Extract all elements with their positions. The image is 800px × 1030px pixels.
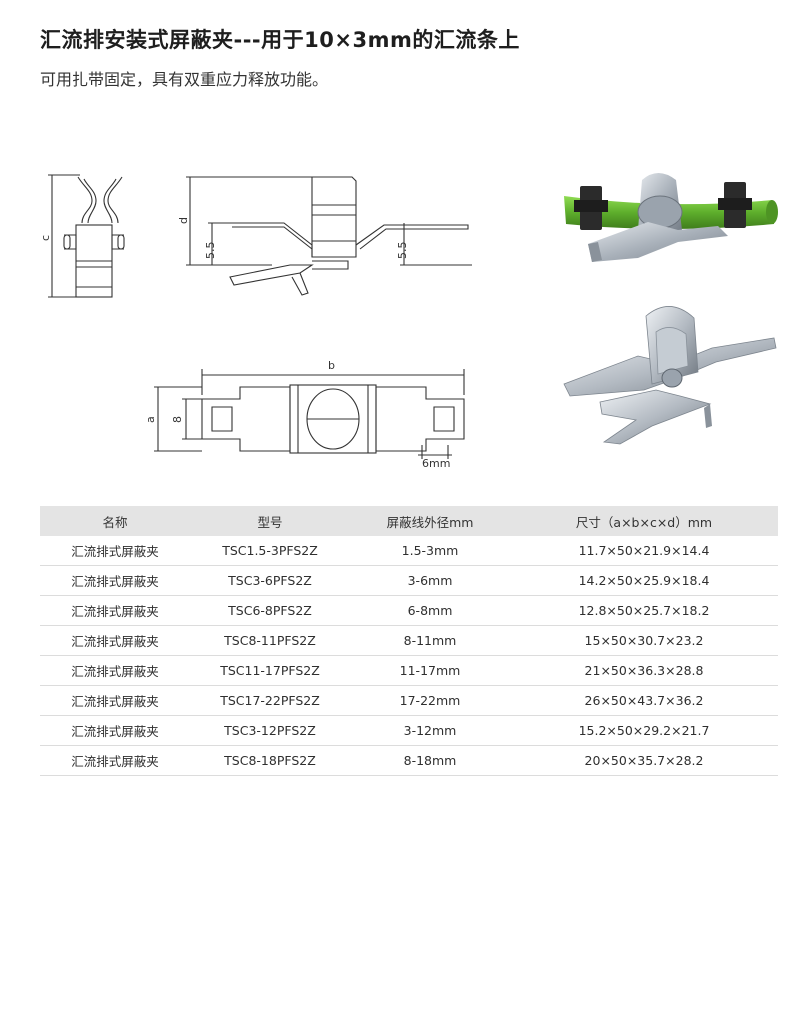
dim-5-5-right-label: 5.5 <box>396 242 409 260</box>
table-row: 汇流排式屏蔽夹 TSC17-22PFS2Z 17-22mm 26×50×43.7… <box>40 685 778 716</box>
dim-5-5-left-label: 5.5 <box>204 242 217 260</box>
cell-model: TSC8-11PFS2Z <box>190 625 350 656</box>
cell-size: 12.8×50×25.7×18.2 <box>510 595 778 626</box>
cell-size: 20×50×35.7×28.2 <box>510 745 778 776</box>
cell-size: 26×50×43.7×36.2 <box>510 685 778 716</box>
cell-name: 汇流排式屏蔽夹 <box>40 655 190 686</box>
dim-6mm-label: 6mm <box>422 457 450 470</box>
cell-name: 汇流排式屏蔽夹 <box>40 685 190 716</box>
cell-name: 汇流排式屏蔽夹 <box>40 536 190 566</box>
cell-model: TSC3-6PFS2Z <box>190 565 350 596</box>
header-size: 尺寸（a×b×c×d）mm <box>510 506 778 536</box>
page-title: 汇流排安装式屏蔽夹---用于10×3mm的汇流条上 <box>40 28 520 52</box>
cell-diameter: 11-17mm <box>350 655 510 686</box>
table-row: 汇流排式屏蔽夹 TSC1.5-3PFS2Z 1.5-3mm 11.7×50×21… <box>40 536 778 566</box>
cell-name: 汇流排式屏蔽夹 <box>40 715 190 746</box>
table-row: 汇流排式屏蔽夹 TSC8-11PFS2Z 8-11mm 15×50×30.7×2… <box>40 625 778 656</box>
cell-name: 汇流排式屏蔽夹 <box>40 565 190 596</box>
cell-model: TSC11-17PFS2Z <box>190 655 350 686</box>
dim-b-label: b <box>328 359 335 372</box>
cell-name: 汇流排式屏蔽夹 <box>40 745 190 776</box>
cell-model: TSC6-8PFS2Z <box>190 595 350 626</box>
product-photo-clip <box>563 306 777 445</box>
cell-size: 11.7×50×21.9×14.4 <box>510 536 778 566</box>
header-diameter: 屏蔽线外径mm <box>350 506 510 536</box>
table-row: 汇流排式屏蔽夹 TSC6-8PFS2Z 6-8mm 12.8×50×25.7×1… <box>40 595 778 626</box>
header-name: 名称 <box>40 506 190 536</box>
cell-model: TSC1.5-3PFS2Z <box>190 536 350 566</box>
cell-size: 14.2×50×25.9×18.4 <box>510 565 778 596</box>
table-row: 汇流排式屏蔽夹 TSC3-6PFS2Z 3-6mm 14.2×50×25.9×1… <box>40 565 778 596</box>
cell-diameter: 1.5-3mm <box>350 536 510 566</box>
cell-size: 21×50×36.3×28.8 <box>510 655 778 686</box>
front-view-drawing: c <box>40 174 125 298</box>
product-photo-cable <box>564 173 778 262</box>
cell-diameter: 8-11mm <box>350 625 510 656</box>
cell-model: TSC8-18PFS2Z <box>190 745 350 776</box>
spec-table: 名称 型号 屏蔽线外径mm 尺寸（a×b×c×d）mm 汇流排式屏蔽夹 TSC1… <box>40 506 778 776</box>
table-row: 汇流排式屏蔽夹 TSC3-12PFS2Z 3-12mm 15.2×50×29.2… <box>40 715 778 746</box>
side-view-drawing: d 5.5 5.5 <box>177 176 472 296</box>
cell-model: TSC17-22PFS2Z <box>190 685 350 716</box>
dim-d-label: d <box>177 217 190 224</box>
cell-diameter: 3-6mm <box>350 565 510 596</box>
cell-diameter: 3-12mm <box>350 715 510 746</box>
header-model: 型号 <box>190 506 350 536</box>
cell-model: TSC3-12PFS2Z <box>190 715 350 746</box>
cell-diameter: 6-8mm <box>350 595 510 626</box>
table-row: 汇流排式屏蔽夹 TSC8-18PFS2Z 8-18mm 20×50×35.7×2… <box>40 745 778 776</box>
cell-diameter: 17-22mm <box>350 685 510 716</box>
dim-a-label: a <box>144 416 157 423</box>
table-row: 汇流排式屏蔽夹 TSC11-17PFS2Z 11-17mm 21×50×36.3… <box>40 655 778 686</box>
page-subtitle: 可用扎带固定，具有双重应力释放功能。 <box>40 70 329 89</box>
dim-8-label: 8 <box>171 416 184 423</box>
cell-size: 15×50×30.7×23.2 <box>510 625 778 656</box>
cell-name: 汇流排式屏蔽夹 <box>40 595 190 626</box>
cell-diameter: 8-18mm <box>350 745 510 776</box>
dim-c-label: c <box>40 235 52 241</box>
table-header-row: 名称 型号 屏蔽线外径mm 尺寸（a×b×c×d）mm <box>40 506 778 536</box>
cell-size: 15.2×50×29.2×21.7 <box>510 715 778 746</box>
cell-name: 汇流排式屏蔽夹 <box>40 625 190 656</box>
top-view-drawing: b a 8 6mm <box>144 359 465 470</box>
